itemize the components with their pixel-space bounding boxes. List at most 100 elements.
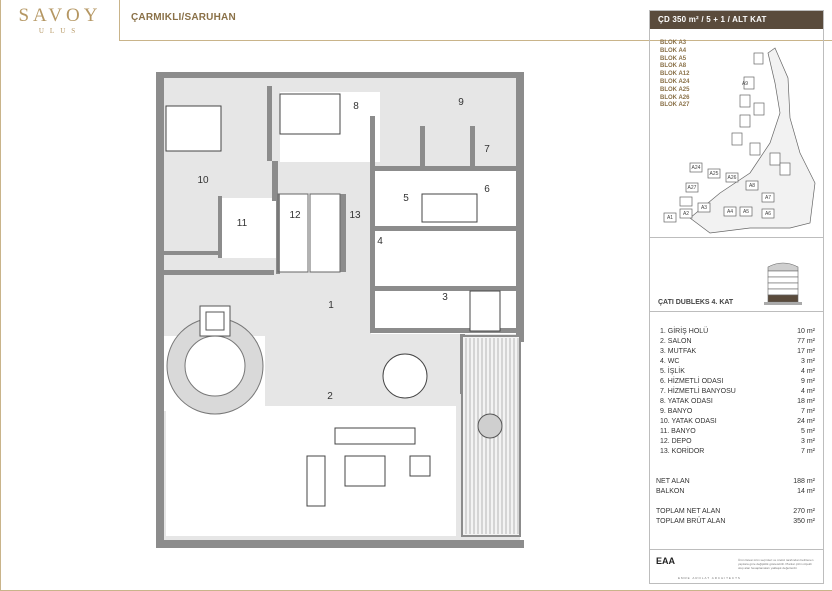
room-area: 24 m²: [797, 418, 815, 425]
architect-name: EMRE AROLAT ARCHITECTS: [678, 576, 741, 580]
room-name: 3. MUTFAK: [660, 348, 697, 355]
room-1-label: 1: [328, 300, 334, 311]
logo-divider: [119, 0, 120, 41]
map-label-a3: A3: [701, 205, 707, 211]
brand-logo: SAVOY ULUS: [8, 6, 112, 36]
sofa-back: [334, 427, 416, 445]
stair-floor: [278, 194, 346, 272]
room-4-label: 4: [377, 236, 383, 247]
dining-table: [382, 353, 428, 399]
header-rule: [120, 40, 832, 41]
map-label-a25: A25: [710, 171, 719, 177]
room-area: 77 m²: [797, 338, 815, 345]
total-row: TOPLAM BRÜT ALAN 350 m²: [656, 517, 815, 527]
map-label-a24: A24: [692, 165, 701, 171]
room-row: 5. İŞLİK 4 m²: [660, 367, 815, 377]
room-2-label: 2: [327, 391, 333, 402]
room-area: 17 m²: [797, 348, 815, 355]
room-name: 5. İŞLİK: [660, 368, 685, 375]
room-name: 10. YATAK ODASI: [660, 418, 717, 425]
panel-divider: [650, 237, 823, 238]
room-12-label: 12: [289, 210, 301, 221]
room-9-label: 9: [458, 97, 464, 108]
room-6-label: 6: [484, 184, 490, 195]
coffee-table: [344, 455, 386, 487]
site-map: A1 A2 A3 A4 A5 A6 A7 A8 A9 A24 A25 A26 A…: [663, 47, 816, 234]
room-5-label: 5: [403, 193, 409, 204]
room-list: 1. GİRİŞ HOLÜ 10 m² 2. SALON 77 m² 3. MUTF…: [660, 327, 815, 457]
map-label-a6: A6: [765, 211, 771, 217]
room-area: 7 m²: [801, 408, 815, 415]
room-11-label: 11: [237, 218, 248, 229]
room-area: 9 m²: [801, 378, 815, 385]
map-label-a2: A2: [683, 211, 689, 217]
room-row: 11. BANYO 5 m²: [660, 427, 815, 437]
block-item: BLOK A12: [660, 71, 690, 78]
room-row: 1. GİRİŞ HOLÜ 10 m²: [660, 327, 815, 337]
room-row: 9. BANYO 7 m²: [660, 407, 815, 417]
map-label-a27: A27: [688, 185, 697, 191]
room-name: 11. BANYO: [660, 428, 696, 435]
room-row: 10. YATAK ODASI 24 m²: [660, 417, 815, 427]
block-item: BLOK A24: [660, 78, 690, 85]
balcony-plant: [477, 413, 503, 439]
net-area: 188 m²: [793, 478, 815, 485]
room-name: 1. GİRİŞ HOLÜ: [660, 328, 709, 335]
floor-plan: 1 2 3 4 5 6 7 8 9 10 11 12 13: [156, 72, 524, 548]
room-name: 7. HİZMETLİ BANYOSU: [660, 388, 736, 395]
room-name: 8. YATAK ODASI: [660, 398, 713, 405]
armchair: [409, 455, 431, 477]
room-10-label: 10: [197, 175, 209, 186]
room-row: 2. SALON 77 m²: [660, 337, 815, 347]
block-item: BLOK A26: [660, 94, 690, 101]
total-area: 270 m²: [793, 508, 815, 515]
room-name: 9. BANYO: [660, 408, 693, 415]
brand-name: SAVOY: [18, 5, 102, 26]
total-name: TOPLAM BRÜT ALAN: [656, 518, 726, 525]
room-name: 2. SALON: [660, 338, 692, 345]
location-title: ÇARMIKLI/SARUHAN: [131, 12, 236, 23]
room-3-label: 3: [442, 292, 448, 303]
architect-logo: EAA: [656, 556, 676, 566]
map-label-a4: A4: [727, 209, 733, 215]
panel-divider: [650, 311, 823, 312]
room-name: 6. HİZMETLİ ODASI: [660, 378, 724, 385]
room-area: 4 m²: [801, 368, 815, 375]
map-label-a5: A5: [743, 209, 749, 215]
room-13-label: 13: [349, 210, 361, 221]
map-label-a7: A7: [765, 195, 771, 201]
net-name: BALKON: [656, 488, 685, 495]
block-item: BLOK A5: [660, 55, 687, 62]
room-area: 5 m²: [801, 428, 815, 435]
panel-title: ÇD 350 m² / 5 + 1 / ALT KAT: [650, 11, 823, 29]
building-icon: [764, 262, 802, 305]
total-area: 350 m²: [793, 518, 815, 525]
block-item: BLOK A27: [660, 102, 690, 109]
stair-core: [166, 193, 341, 415]
brand-sub: ULUS: [38, 27, 82, 35]
block-item: BLOK A3: [660, 40, 687, 46]
room-area: 10 m²: [797, 328, 815, 335]
map-label-a26: A26: [728, 175, 737, 181]
sofa-left: [306, 455, 326, 507]
kitchen-island: [469, 290, 501, 332]
room-row: 3. MUTFAK 17 m²: [660, 347, 815, 357]
block-item: BLOK A4: [660, 47, 687, 54]
net-name: NET ALAN: [656, 478, 690, 485]
map-label-a8: A8: [749, 183, 755, 189]
block-item: BLOK A8: [660, 63, 687, 70]
panel-divider: [650, 549, 823, 550]
room-name: 13. KORİDOR: [660, 448, 705, 455]
info-panel: ÇD 350 m² / 5 + 1 / ALT KAT: [649, 10, 824, 584]
net-row: NET ALAN 188 m²: [656, 477, 815, 487]
room-name: 4. WC: [660, 358, 680, 365]
map-label-a1: A1: [667, 215, 673, 221]
block-item: BLOK A25: [660, 86, 690, 93]
